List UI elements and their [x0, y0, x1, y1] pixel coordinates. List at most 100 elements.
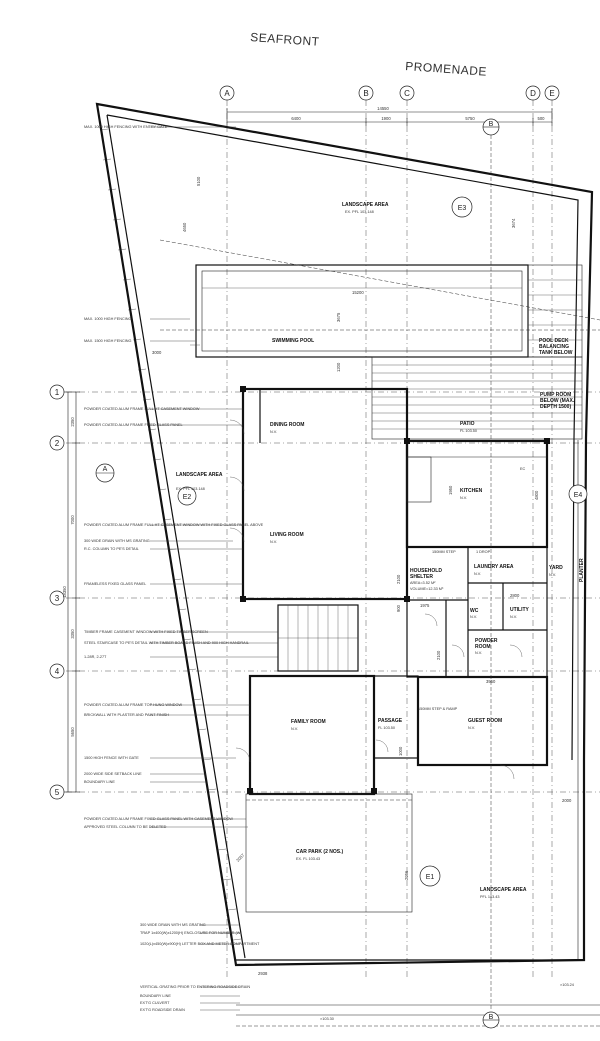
note-ec: EC: [520, 467, 526, 471]
grid-col-bubble-e: E: [544, 85, 560, 101]
room-utility-name: UTILITY: [510, 607, 530, 613]
dim-3675: 3675: [336, 312, 341, 322]
dim-left-2: 7000: [70, 515, 75, 525]
svg-text:4: 4: [55, 667, 60, 676]
dim-top-2: 1900: [381, 116, 391, 121]
section-b-top: B: [482, 118, 500, 1010]
grid-row-bubble-5: 5: [49, 784, 65, 800]
svg-text:A: A: [103, 466, 108, 473]
room-landscape-top-name: LANDSCAPE AREA: [342, 202, 389, 208]
left-note-9: FRAMELESS FIXED GLASS PANEL: [84, 582, 146, 586]
room-yard-sub: N.V.: [549, 573, 556, 577]
bottom-note-1: 300 WIDE DRAIN WITH MS GRATING: [140, 923, 206, 927]
room-kitchen-sub: N.V.: [460, 496, 467, 500]
left-note-2: MAX. 1000 HIGH FENCING: [84, 317, 132, 321]
bottom-note-6: EXT'G CULVERT: [140, 1001, 170, 1005]
dim-2938: 2938: [258, 971, 268, 976]
room-pump-sub2: DEPTH 1500): [540, 404, 571, 410]
misc-dimensions: 5100 4650 3674 15200 3675 3000 1200 2100…: [152, 176, 572, 976]
room-household-name: HOUSEHOLD: [410, 568, 442, 574]
svg-text:C: C: [404, 89, 410, 98]
dim-4800: 4800: [534, 490, 539, 500]
left-note-14: BRICKWALL WITH PLASTER AND PAINT FINISH: [84, 713, 169, 717]
swimming-pool: [159, 239, 600, 358]
left-note-7: 300 WIDE DRAIN WITH MS GRATING: [84, 539, 150, 543]
svg-text:E: E: [549, 89, 554, 98]
svg-text:D: D: [530, 89, 536, 98]
grid-row-bubble-2: 2: [49, 435, 65, 451]
grid-col-bubble-a: A: [219, 85, 235, 101]
room-guest-sub: N.V.: [468, 726, 475, 730]
room-family-sub: N.V.: [291, 727, 298, 731]
section-a-left: A: [95, 463, 115, 483]
left-note-10: TIMBER FRAME CASEMENT WINDOW WITH FIXED …: [84, 630, 208, 634]
room-passage-name: PASSAGE: [378, 718, 403, 724]
room-kitchen-name: KITCHEN: [460, 488, 483, 494]
svg-text:2: 2: [55, 439, 60, 448]
door-swings: [229, 419, 523, 780]
elevation-e4: E4: [568, 484, 588, 504]
note-drop: 1 DROP: [476, 550, 491, 554]
room-living-sub: N.V.: [270, 540, 277, 544]
room-laundry-name: LAUNDRY AREA: [474, 564, 514, 570]
room-labels: LANDSCAPE AREA EX. PFL 103.148 LANDSCAPE…: [176, 202, 585, 899]
dim-top-1: 6400: [291, 116, 301, 121]
dim-1200: 1200: [336, 362, 341, 372]
room-dining-sub: N.V.: [270, 430, 277, 434]
dim-top-4: 500: [538, 116, 546, 121]
bottom-note-3: 1020(L)x450(W)x900(H) LETTER BOX AND MET…: [140, 942, 260, 946]
room-patio-sub: FL 103.50: [460, 429, 477, 433]
dim-top-3: 5750: [465, 116, 475, 121]
dim-15200: 15200: [352, 290, 364, 295]
room-pool-deck-sub1: BALANCING: [539, 344, 569, 350]
room-powder-sub: N.V.: [475, 651, 482, 655]
grid-row-bubble-3: 3: [49, 590, 65, 606]
left-note-19: APPROVED STEEL COLUMN TO BE DELETED: [84, 825, 167, 829]
room-family-name: FAMILY ROOM: [291, 719, 326, 725]
street-promenade: PROMENADE: [405, 59, 488, 79]
svg-text:B: B: [489, 1014, 494, 1021]
dim-1000: 1000: [398, 746, 403, 756]
room-patio-name: PATIO: [460, 421, 475, 427]
room-wc-sub: N.V.: [470, 615, 477, 619]
grid-col-bubble-c: C: [399, 85, 415, 101]
room-landscape-bottom-name: LANDSCAPE AREA: [480, 887, 527, 893]
room-powder-name2: ROOM: [475, 644, 491, 650]
section-b-bottom: B: [482, 1011, 500, 1029]
note-level-bottom: ×103.30: [320, 1017, 334, 1021]
room-dining-name: DINING ROOM: [270, 422, 304, 428]
dim-5100: 5100: [196, 176, 201, 186]
left-note-12: 1-28R, 2-27T: [84, 655, 107, 659]
elevation-e2: E2: [177, 486, 197, 506]
left-note-15: 1500 HIGH FENCE WITH GATE: [84, 756, 139, 760]
room-utility-sub: N.V.: [510, 615, 517, 619]
dim-2056: 2056: [404, 870, 409, 880]
dim-overall-top: 14550: [377, 106, 389, 111]
room-car-park-name: CAR PARK (2 NOS.): [296, 849, 343, 855]
room-powder-name: POWDER: [475, 638, 498, 644]
dim-2000: 2000: [562, 798, 572, 803]
grid-row-bubble-1: 1: [49, 384, 65, 400]
room-household-sub1: AREA=3.52 M²: [410, 581, 436, 585]
room-pump-name: PUMP ROOM: [540, 392, 571, 398]
dim-2800: 2800: [510, 593, 520, 598]
dim-3000: 3000: [152, 350, 162, 355]
dim-left-3: 3350: [70, 629, 75, 639]
svg-text:A: A: [224, 89, 230, 98]
dim-2100: 2100: [396, 574, 401, 584]
grid-row-bubble-4: 4: [49, 663, 65, 679]
dim-2100b: 2100: [436, 650, 441, 660]
top-dimension-chain: 14550 6400 1900 5750 500: [226, 106, 553, 126]
grid-lines: [66, 100, 600, 980]
left-note-3: MAX. 1500 HIGH FENCING: [84, 339, 132, 343]
bottom-note-7: EXT'G ROADSIDE DRAIN: [140, 1008, 185, 1012]
room-guest-name: GUEST ROOM: [468, 718, 502, 724]
note-step-ramp: 150MM STEP & RAMP: [418, 707, 458, 711]
dim-1950: 1950: [448, 485, 453, 495]
left-note-16: 2000 WIDE SIDE SETBACK LINE: [84, 772, 142, 776]
bottom-note-5: BOUNDARY LINE: [140, 994, 171, 998]
room-car-park-sub: EX. FL 103.43: [296, 857, 320, 861]
dim-1975: 1975: [420, 603, 430, 608]
